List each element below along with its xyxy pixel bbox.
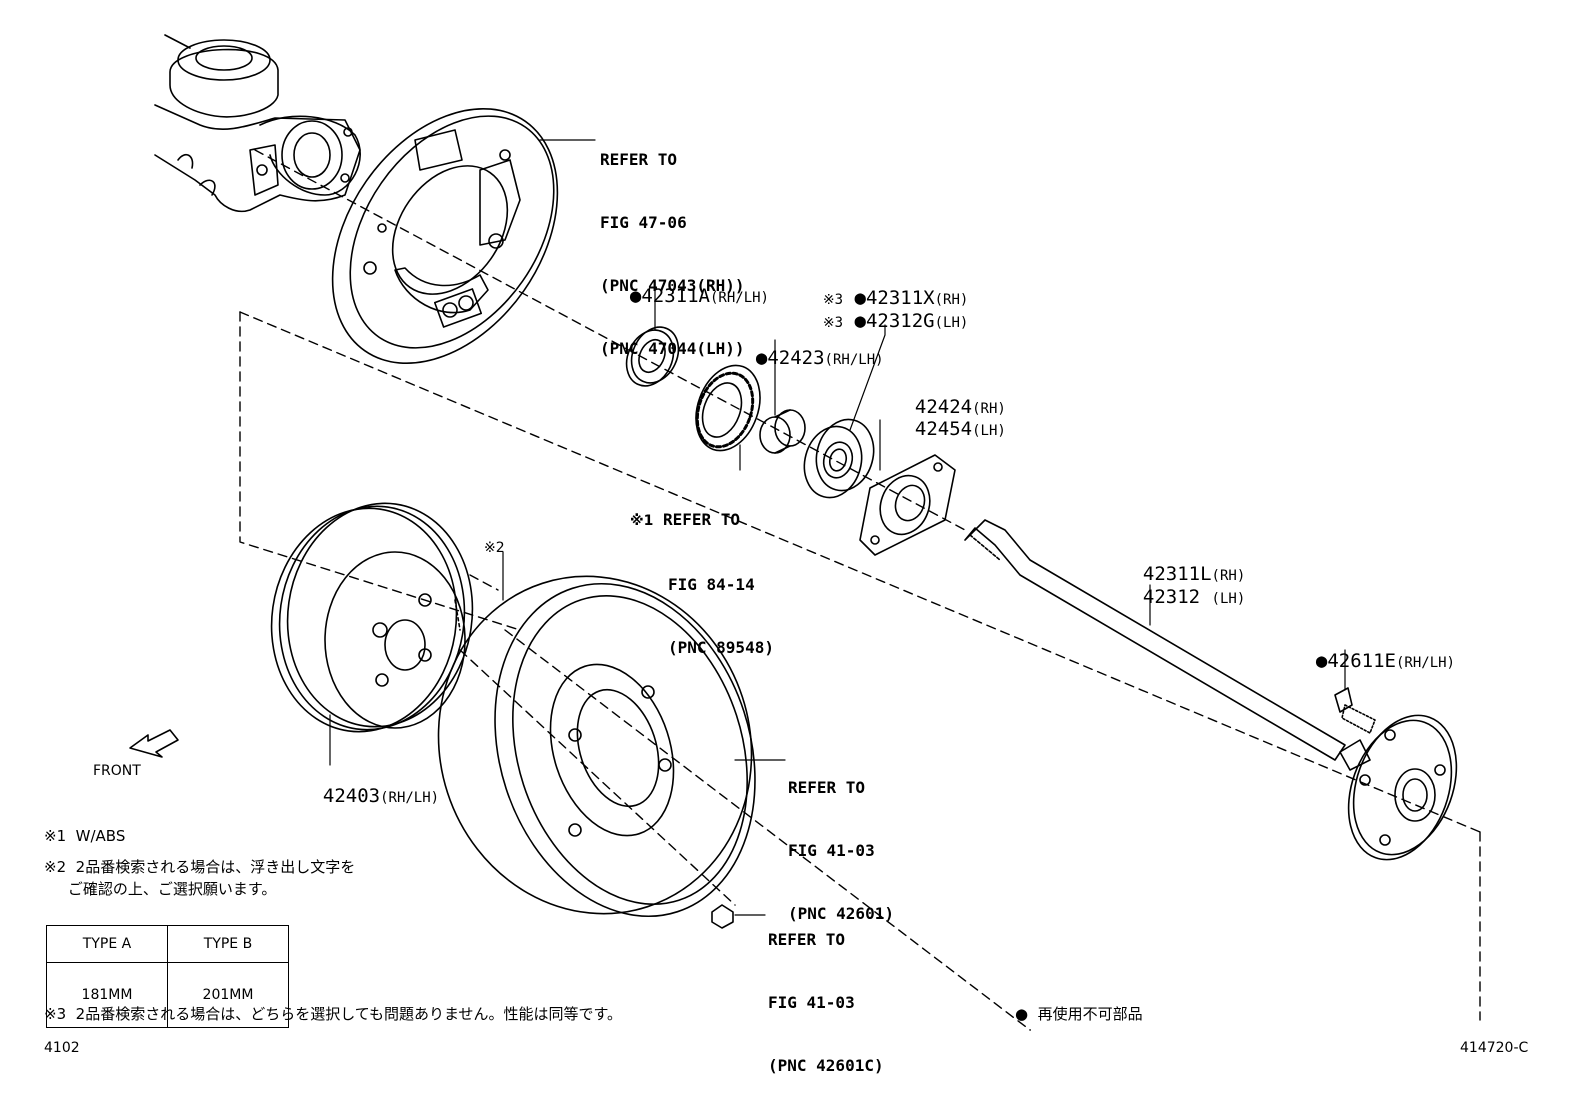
part-42424[interactable]: 42424(RH) [892, 373, 1006, 421]
part-42311L[interactable]: 42311L(RH) [1120, 540, 1245, 588]
part-side: (RH) [934, 292, 969, 308]
part-42312G[interactable]: ※3 ●42312G(LH) [800, 287, 968, 335]
type-b-header: TYPE B [167, 925, 289, 963]
ref-line: REFER TO [788, 778, 866, 797]
ref-fig-47-06: REFER TO FIG 47-06 (PNC 47043(RH)) (PNC … [600, 107, 745, 380]
part-side: (RH/LH) [1395, 655, 1455, 671]
part-number: 42311A [641, 285, 710, 307]
part-side: (LH) [1211, 591, 1246, 607]
ref-line: FIG 41-03 [768, 993, 855, 1012]
axle-housing [154, 34, 361, 213]
note-3: ※3 2品番検索される場合は、どちらを選択しても問題ありません。性能は同等です。 [44, 1005, 623, 1023]
non-reusable-dot-icon: ● [854, 287, 866, 309]
ref-line: REFER TO [663, 510, 741, 529]
axle-flange [1347, 714, 1458, 861]
part-number: 42311L [1142, 563, 1212, 585]
footer-left-code: 4102 [44, 1040, 80, 1056]
footer-right-code: 414720-C [1460, 1040, 1529, 1056]
wheel-rim [437, 575, 756, 918]
type-a-value: 181MM [46, 962, 168, 1028]
part-42454[interactable]: 42454(LH) [892, 395, 1006, 443]
part-number: 42403 [322, 785, 381, 807]
type-b-value: 201MM [167, 962, 289, 1028]
wheel-nut [711, 904, 734, 929]
part-side: (LH) [934, 315, 969, 331]
abs-rotor [695, 364, 761, 452]
part-side: (LH) [972, 423, 1006, 439]
part-side: (RH/LH) [824, 352, 884, 368]
ref-line: (PNC 47043(RH)) [600, 276, 745, 295]
part-number: 42454 [914, 418, 973, 440]
note-2-line-1: ※2 2品番検索される場合は、浮き出し文字を [44, 858, 356, 876]
ref-line: FIG 47-06 [600, 213, 687, 232]
ref-line: REFER TO [768, 930, 846, 949]
oil-seal [625, 326, 680, 387]
part-side: (RH) [972, 401, 1006, 417]
ref-line: (PNC 42601C) [768, 1056, 884, 1075]
note-mark: ※3 [822, 292, 844, 308]
note-mark-2: ※2 [484, 540, 505, 556]
brake-drum [270, 502, 474, 733]
non-reusable-dot-icon: ● [854, 310, 866, 332]
type-a-header: TYPE A [46, 925, 168, 963]
non-reusable-dot-icon: ● [1315, 650, 1328, 672]
assembly-center-line [239, 149, 1481, 1031]
note-mark: ※1 [630, 513, 654, 529]
ref-fig-41-03-nut: REFER TO FIG 41-03 (PNC 42601C) [768, 887, 884, 1097]
retainer-ring [759, 409, 806, 454]
part-number: 42311X [865, 287, 935, 309]
part-number: 42312G [865, 310, 935, 332]
ref-line: REFER TO [600, 150, 678, 169]
axle-shaft [964, 519, 1371, 771]
ref-line: (PNC 42601) [788, 904, 894, 923]
part-42403[interactable]: 42403(RH/LH) [300, 762, 439, 810]
note-1: ※1 W/ABS [44, 827, 126, 845]
part-42311A[interactable]: ●42311A(RH/LH) [607, 262, 769, 310]
ref-fig-41-03-rim: REFER TO FIG 41-03 (PNC 42601) [788, 735, 894, 945]
part-side: (RH/LH) [380, 790, 440, 806]
type-table: TYPE A TYPE B 181MM 201MM [46, 925, 289, 1028]
part-42312[interactable]: 42312 (LH) [1120, 563, 1245, 611]
part-number: 42611E [1327, 650, 1396, 672]
note-mark: ※3 [822, 315, 844, 331]
ref-line: (PNC 47044(LH)) [600, 339, 745, 358]
part-side: (RH) [1211, 568, 1246, 584]
ref-fig-84-14: ※1 REFER TO FIG 84-14 (PNC 89548) [630, 467, 774, 679]
front-arrow-icon [129, 729, 179, 758]
part-42311X[interactable]: ※3 ●42311X(RH) [800, 264, 968, 312]
part-number: 42312 [1142, 586, 1212, 608]
ref-line: (PNC 89548) [668, 638, 774, 657]
legend-non-reusable: ● 再使用不可部品 [1015, 1005, 1143, 1023]
part-side: (RH/LH) [709, 290, 769, 306]
part-42423[interactable]: ●42423(RH/LH) [733, 324, 884, 372]
bearing-retainer-plate [859, 454, 956, 556]
note-2-line-2: ご確認の上、ご選択願います。 [44, 880, 277, 898]
hub-bolt [1334, 687, 1376, 734]
part-42611E[interactable]: ●42611E(RH/LH) [1293, 627, 1455, 675]
backing-plate [331, 107, 559, 365]
axle-bearing [803, 418, 875, 499]
non-reusable-dot-icon: ● [629, 285, 642, 307]
part-number: 42424 [914, 396, 973, 418]
ref-line: FIG 41-03 [788, 841, 875, 860]
non-reusable-dot-icon: ● [755, 347, 768, 369]
part-number: 42423 [767, 347, 825, 369]
leader-lines [329, 139, 1346, 916]
ref-line: FIG 84-14 [668, 575, 755, 594]
front-label: FRONT [93, 763, 141, 779]
